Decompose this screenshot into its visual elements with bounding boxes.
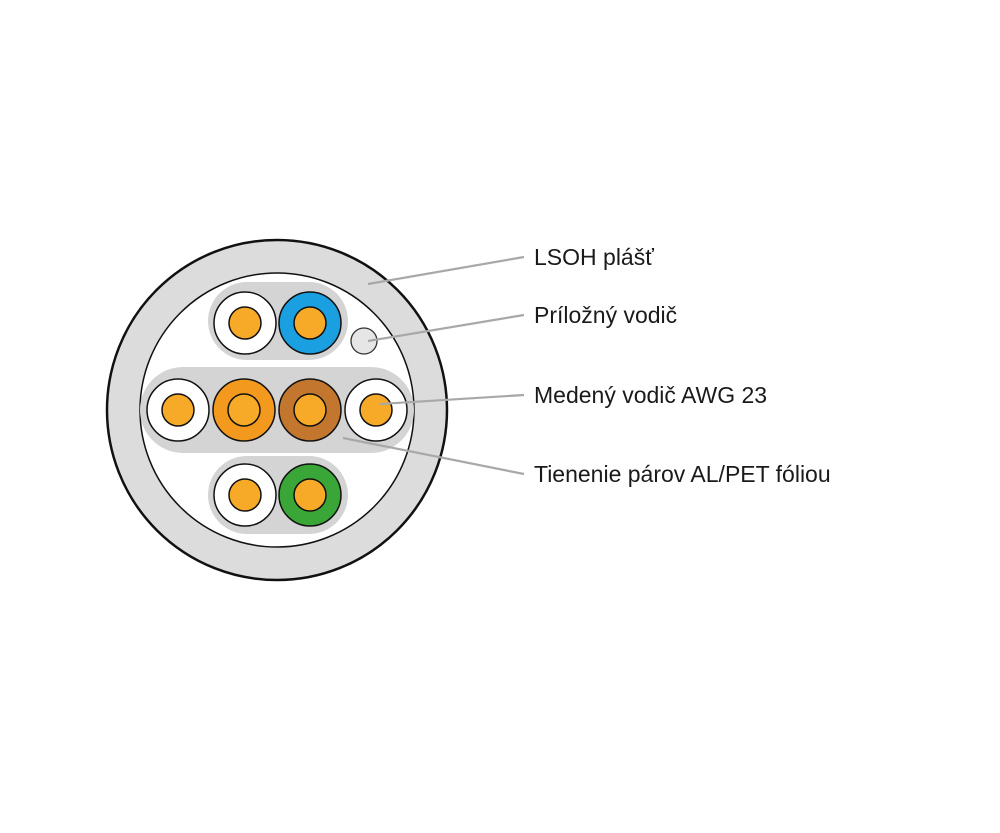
- top-pair: [213, 291, 342, 355]
- leader-line-drain-wire: [367, 313, 525, 343]
- wire-green: [278, 463, 342, 527]
- shield-middle-pairs: [140, 367, 414, 453]
- leader-line-shield: [342, 436, 525, 476]
- wire-white-1: [213, 291, 277, 355]
- drain-wire: [350, 327, 378, 355]
- label-conductor: Medený vodič AWG 23: [534, 382, 767, 408]
- leader-line-conductor: [379, 393, 525, 406]
- wire-blue: [278, 291, 342, 355]
- wire-white-3: [344, 378, 408, 442]
- label-drain-wire: Príložný vodič: [534, 302, 677, 328]
- wire-brown: [278, 378, 342, 442]
- middle-pairs: [146, 378, 408, 442]
- wire-orange: [212, 378, 276, 442]
- label-shield: Tienenie párov AL/PET fóliou: [534, 461, 831, 487]
- wire-white-4: [213, 463, 277, 527]
- leader-line-jacket: [367, 255, 525, 286]
- wire-white-2: [146, 378, 210, 442]
- label-jacket: LSOH plášť: [534, 244, 654, 270]
- leader-lines: [342, 255, 525, 476]
- bottom-pair: [213, 463, 342, 527]
